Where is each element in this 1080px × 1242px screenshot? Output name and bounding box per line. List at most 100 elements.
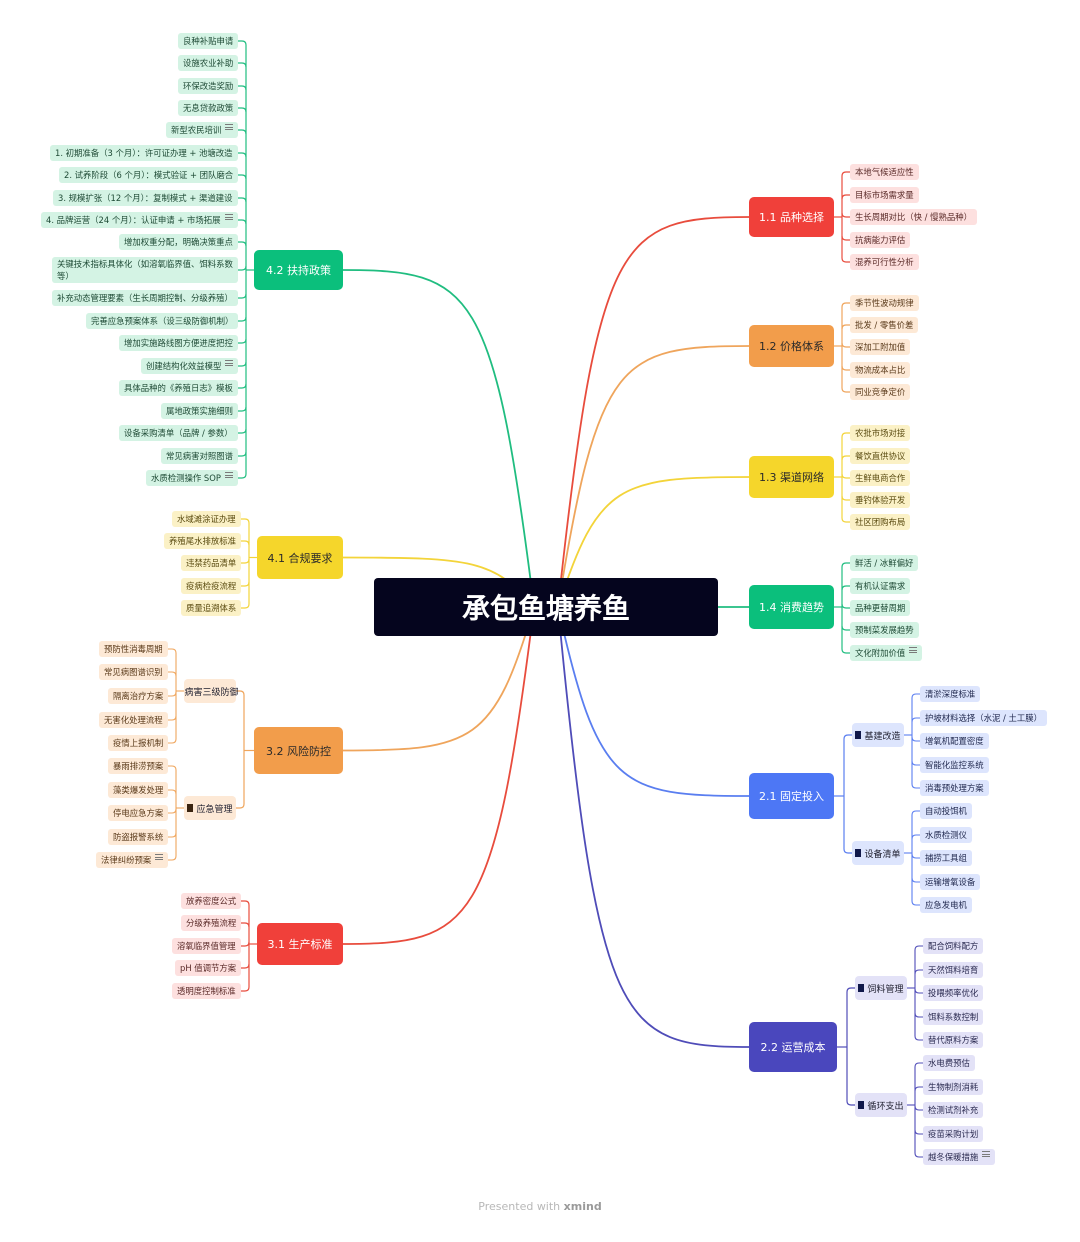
branch-10-item-1[interactable]: 良种补贴申请 bbox=[178, 33, 239, 49]
branch-8-topic[interactable]: 3.2 风险防控 bbox=[254, 727, 343, 774]
branch-7-item-2[interactable]: 分级养殖流程 bbox=[181, 915, 242, 931]
branch-1-item-3[interactable]: 生长周期对比（快 / 慢熟品种） bbox=[850, 209, 978, 225]
branch-10-item-12[interactable]: 补充动态管理要素（生长周期控制、分级养殖） bbox=[52, 290, 238, 306]
note-icon[interactable] bbox=[909, 646, 918, 655]
branch-6-g1-item-4[interactable]: 饵料系数控制 bbox=[923, 1009, 984, 1025]
branch-10-item-11[interactable]: 关键技术指标具体化（如溶氧临界值、饵料系数等） bbox=[52, 257, 238, 283]
note-icon[interactable] bbox=[224, 471, 233, 480]
branch-7-item-5[interactable]: 透明度控制标准 bbox=[172, 983, 241, 999]
note-icon[interactable] bbox=[225, 359, 234, 368]
branch-5-subtopic-1[interactable]: 基建改造 bbox=[852, 723, 904, 747]
branch-1-topic[interactable]: 1.1 品种选择 bbox=[749, 197, 834, 237]
branch-1-item-2[interactable]: 目标市场需求量 bbox=[850, 187, 919, 203]
note-icon[interactable] bbox=[224, 213, 233, 222]
branch-3-item-5[interactable]: 社区团购布局 bbox=[850, 514, 911, 530]
branch-10-item-7[interactable]: 2. 试养阶段（6 个月）：模式验证 + 团队磨合 bbox=[59, 167, 239, 183]
branch-10-topic[interactable]: 4.2 扶持政策 bbox=[254, 250, 343, 290]
branch-6-g1-item-3[interactable]: 投喂频率优化 bbox=[923, 985, 984, 1001]
branch-2-item-2[interactable]: 批发 / 零售价差 bbox=[850, 317, 919, 333]
branch-5-topic[interactable]: 2.1 固定投入 bbox=[749, 773, 834, 819]
branch-9-item-5[interactable]: 质量追溯体系 bbox=[181, 600, 242, 616]
branch-7-item-1[interactable]: 放养密度公式 bbox=[181, 893, 242, 909]
branch-2-item-5[interactable]: 同业竞争定价 bbox=[850, 384, 911, 400]
branch-3-item-2[interactable]: 餐饮直供协议 bbox=[850, 448, 911, 464]
branch-4-item-3[interactable]: 品种更替周期 bbox=[850, 600, 911, 616]
branch-4-item-1[interactable]: 鲜活 / 冰鲜偏好 bbox=[850, 555, 919, 571]
branch-5-subtopic-2[interactable]: 设备清单 bbox=[852, 841, 904, 865]
branch-8-g1-item-3[interactable]: 隔离治疗方案 bbox=[108, 688, 169, 704]
branch-6-g2-item-1[interactable]: 水电费预估 bbox=[923, 1055, 975, 1071]
branch-4-item-5[interactable]: 文化附加价值 bbox=[850, 645, 923, 661]
branch-1-item-4[interactable]: 抗病能力评估 bbox=[850, 232, 911, 248]
branch-6-g1-item-5[interactable]: 替代原料方案 bbox=[923, 1032, 984, 1048]
branch-2-item-3[interactable]: 深加工附加值 bbox=[850, 339, 911, 355]
branch-10-item-17[interactable]: 属地政策实施细则 bbox=[161, 403, 238, 419]
branch-3-item-4[interactable]: 垂钓体验开发 bbox=[850, 492, 911, 508]
note-icon[interactable] bbox=[982, 1150, 991, 1159]
branch-8-subtopic-2[interactable]: 应急管理 bbox=[184, 796, 236, 820]
branch-5-g1-item-5[interactable]: 消毒预处理方案 bbox=[920, 780, 989, 796]
branch-5-g1-item-3[interactable]: 增氧机配置密度 bbox=[920, 733, 989, 749]
branch-1-item-5[interactable]: 混养可行性分析 bbox=[850, 254, 919, 270]
branch-8-g1-item-2[interactable]: 常见病图谱识别 bbox=[99, 664, 168, 680]
branch-10-item-9[interactable]: 4. 品牌运营（24 个月）：认证申请 + 市场拓展 bbox=[41, 212, 238, 228]
branch-10-item-20[interactable]: 水质检测操作 SOP bbox=[146, 470, 238, 486]
branch-6-g2-item-5[interactable]: 越冬保暖措施 bbox=[923, 1149, 996, 1165]
note-icon[interactable] bbox=[225, 123, 234, 132]
branch-6-g2-item-4[interactable]: 疫苗采购计划 bbox=[923, 1126, 984, 1142]
branch-3-item-1[interactable]: 农批市场对接 bbox=[850, 425, 911, 441]
branch-9-item-3[interactable]: 违禁药品清单 bbox=[181, 555, 242, 571]
branch-10-item-10[interactable]: 增加权重分配，明确决策重点 bbox=[119, 234, 238, 250]
branch-8-subtopic-1[interactable]: 病害三级防御 bbox=[184, 679, 239, 703]
branch-5-g1-item-2[interactable]: 护坡材料选择（水泥 / 土工膜） bbox=[920, 710, 1048, 726]
branch-7-item-3[interactable]: 溶氧临界值管理 bbox=[172, 938, 241, 954]
branch-4-topic[interactable]: 1.4 消费趋势 bbox=[749, 585, 834, 629]
branch-6-subtopic-1[interactable]: 饲料管理 bbox=[855, 976, 907, 1000]
branch-7-topic[interactable]: 3.1 生产标准 bbox=[257, 923, 343, 965]
branch-6-g2-item-3[interactable]: 检测试剂补充 bbox=[923, 1102, 984, 1118]
branch-4-item-2[interactable]: 有机认证需求 bbox=[850, 578, 911, 594]
branch-9-item-1[interactable]: 水域滩涂证办理 bbox=[172, 511, 241, 527]
branch-8-g1-item-1[interactable]: 预防性消毒周期 bbox=[99, 641, 168, 657]
branch-5-g2-item-5[interactable]: 应急发电机 bbox=[920, 897, 972, 913]
branch-3-topic[interactable]: 1.3 渠道网络 bbox=[749, 456, 834, 498]
branch-8-g2-item-4[interactable]: 防盗报警系统 bbox=[108, 829, 169, 845]
branch-10-item-15[interactable]: 创建结构化效益模型 bbox=[141, 358, 239, 374]
note-icon[interactable] bbox=[155, 853, 164, 862]
branch-8-g2-item-1[interactable]: 暴雨排涝预案 bbox=[108, 758, 169, 774]
branch-5-g1-item-1[interactable]: 清淤深度标准 bbox=[920, 686, 981, 702]
branch-6-g1-item-1[interactable]: 配合饲料配方 bbox=[923, 938, 984, 954]
branch-2-item-1[interactable]: 季节性波动规律 bbox=[850, 295, 919, 311]
branch-5-g1-item-4[interactable]: 智能化监控系统 bbox=[920, 757, 989, 773]
branch-10-item-19[interactable]: 常见病害对照图谱 bbox=[161, 448, 238, 464]
branch-10-item-5[interactable]: 新型农民培训 bbox=[166, 122, 239, 138]
branch-10-item-13[interactable]: 完善应急预案体系（设三级防御机制） bbox=[86, 313, 239, 329]
branch-2-topic[interactable]: 1.2 价格体系 bbox=[749, 325, 834, 367]
branch-10-item-3[interactable]: 环保改造奖励 bbox=[178, 78, 239, 94]
branch-7-item-4[interactable]: pH 值调节方案 bbox=[175, 960, 242, 976]
branch-8-g1-item-4[interactable]: 无害化处理流程 bbox=[99, 712, 168, 728]
branch-5-g2-item-1[interactable]: 自动投饵机 bbox=[920, 803, 972, 819]
branch-5-g2-item-2[interactable]: 水质检测仪 bbox=[920, 827, 972, 843]
branch-2-item-4[interactable]: 物流成本占比 bbox=[850, 362, 911, 378]
branch-10-item-18[interactable]: 设备采购清单（品牌 / 参数） bbox=[119, 425, 238, 441]
branch-5-g2-item-3[interactable]: 捕捞工具组 bbox=[920, 850, 972, 866]
branch-8-g2-item-5[interactable]: 法律纠纷预案 bbox=[96, 852, 169, 868]
branch-1-item-1[interactable]: 本地气候适应性 bbox=[850, 164, 919, 180]
branch-10-item-4[interactable]: 无息贷款政策 bbox=[178, 100, 239, 116]
branch-6-g1-item-2[interactable]: 天然饵料培育 bbox=[923, 962, 984, 978]
branch-10-item-16[interactable]: 具体品种的《养殖日志》模板 bbox=[119, 380, 238, 396]
branch-9-item-4[interactable]: 疫病检疫流程 bbox=[181, 578, 242, 594]
branch-8-g2-item-2[interactable]: 藻类爆发处理 bbox=[108, 782, 169, 798]
branch-10-item-6[interactable]: 1. 初期准备（3 个月）：许可证办理 + 池塘改造 bbox=[50, 145, 238, 161]
branch-3-item-3[interactable]: 生鲜电商合作 bbox=[850, 470, 911, 486]
branch-10-item-14[interactable]: 增加实施路线图方便进度把控 bbox=[119, 335, 238, 351]
branch-4-item-4[interactable]: 预制菜发展趋势 bbox=[850, 622, 919, 638]
branch-9-item-2[interactable]: 养殖尾水排放标准 bbox=[164, 533, 241, 549]
branch-6-subtopic-2[interactable]: 循环支出 bbox=[855, 1093, 907, 1117]
central-topic[interactable]: 承包鱼塘养鱼 bbox=[374, 578, 718, 636]
branch-6-g2-item-2[interactable]: 生物制剂消耗 bbox=[923, 1079, 984, 1095]
branch-6-topic[interactable]: 2.2 运营成本 bbox=[749, 1022, 837, 1072]
branch-5-g2-item-4[interactable]: 运输增氧设备 bbox=[920, 874, 981, 890]
branch-10-item-2[interactable]: 设施农业补助 bbox=[178, 55, 239, 71]
